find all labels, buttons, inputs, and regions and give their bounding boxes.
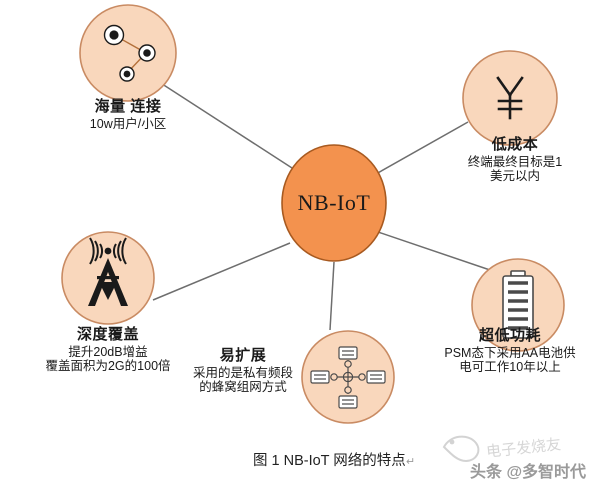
- node-title-low-cost: 低成本: [491, 136, 539, 153]
- label-low-cost: 低成本 终端最终目标是1 美元以内: [430, 136, 600, 184]
- node-desc-line: 电可工作10年以上: [459, 360, 561, 375]
- node-desc-easy-expansion: 采用的是私有频段 的蜂窝组网方式: [176, 366, 310, 396]
- network-topology-icon: [310, 346, 386, 409]
- node-desc-line: PSM态下采用AA电池供: [444, 345, 576, 360]
- battery-icon: [502, 270, 534, 339]
- node-title-easy-expansion: 易扩展: [219, 347, 267, 364]
- node-desc-line: 美元以内: [489, 169, 540, 184]
- watermark-swoosh-icon: [442, 435, 480, 463]
- node-desc-line: 提升20dB增益: [68, 344, 148, 359]
- connector-lines: [152, 79, 491, 331]
- node-desc-line: 终端最终目标是1: [467, 154, 563, 169]
- figure-caption: 图 1 NB-IoT 网络的特点↵: [253, 449, 415, 470]
- node-desc-line: 的蜂窝组网方式: [199, 380, 287, 395]
- connector-easy-expansion: [329, 261, 335, 331]
- center-node-label: NB-IoT: [297, 190, 371, 215]
- node-desc-low-cost: 终端最终目标是1 美元以内: [430, 155, 600, 185]
- node-title-massive-connections: 海量 连接: [94, 98, 162, 115]
- node-desc-line: 采用的是私有频段: [192, 365, 293, 380]
- node-desc-deep-coverage: 提升20dB增益 覆盖面积为2G的100倍: [10, 345, 206, 375]
- watermark-primary: 头条 @多智时代: [470, 464, 587, 481]
- node-circle-massive-connections[interactable]: [79, 4, 177, 102]
- node-circle-ultra-low-power[interactable]: [471, 258, 565, 352]
- node-circle-deep-coverage[interactable]: [61, 231, 155, 325]
- label-deep-coverage: 深度覆盖 提升20dB增益 覆盖面积为2G的100倍: [10, 326, 206, 374]
- center-node[interactable]: [281, 144, 387, 262]
- figure-caption-text: 图 1 NB-IoT 网络的特点: [253, 453, 406, 469]
- figure-caption-pilcrow: ↵: [405, 456, 416, 468]
- connector-ultra-low-power: [377, 231, 491, 271]
- node-desc-massive-connections: 10w用户/小区: [38, 117, 218, 132]
- connector-deep-coverage: [152, 242, 291, 301]
- label-ultra-low-power: 超低功耗 PSM态下采用AA电池供 电可工作10年以上: [420, 327, 600, 375]
- connector-low-cost: [375, 121, 469, 175]
- node-desc-line: 10w用户/小区: [89, 116, 167, 131]
- node-desc-ultra-low-power: PSM态下采用AA电池供 电可工作10年以上: [420, 346, 600, 376]
- yuan-currency-icon: [496, 76, 524, 120]
- node-circle-easy-expansion[interactable]: [301, 330, 395, 424]
- connector-massive-connections: [155, 79, 293, 169]
- network-nodes-icon: [103, 24, 156, 82]
- label-massive-connections: 海量 连接 10w用户/小区: [38, 98, 218, 131]
- cell-tower-icon: [88, 237, 128, 306]
- node-title-ultra-low-power: 超低功耗: [478, 327, 541, 344]
- node-title-deep-coverage: 深度覆盖: [76, 326, 139, 343]
- node-desc-line: 覆盖面积为2G的100倍: [45, 359, 171, 374]
- label-easy-expansion: 易扩展 采用的是私有频段 的蜂窝组网方式: [176, 347, 310, 395]
- node-circle-low-cost[interactable]: [462, 50, 558, 146]
